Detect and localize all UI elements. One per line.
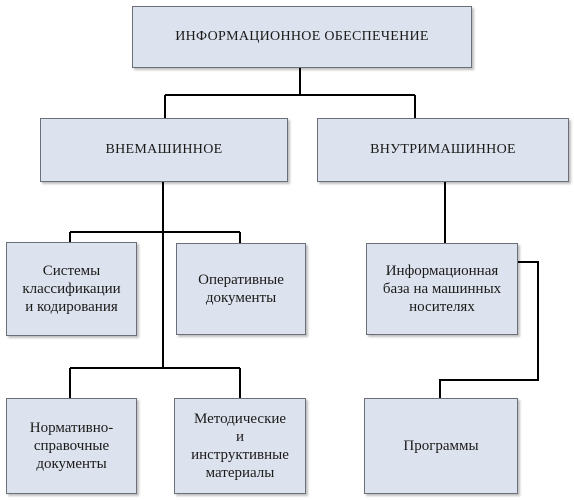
left-branch-label: ВНЕМАШИННОЕ [105, 142, 223, 157]
right-branch-box: ВНУТРИМАШИННОЕ [317, 118, 569, 182]
methodical-materials-label: Методические и инструктивные материалы [191, 411, 289, 481]
programs-label: Программы [403, 438, 479, 454]
programs-box: Программы [364, 398, 518, 494]
root-label: ИНФОРМАЦИОННОЕ ОБЕСПЕЧЕНИЕ [175, 29, 429, 44]
methodical-materials-box: Методические и инструктивные материалы [174, 398, 306, 494]
classification-systems-label: Системы классификации и кодирования [22, 263, 121, 315]
classification-systems-box: Системы классификации и кодирования [6, 242, 137, 336]
normative-reference-documents-box: Нормативно- справочные документы [6, 398, 137, 494]
right-lower-connector [439, 261, 539, 398]
operational-documents-box: Оперативные документы [176, 243, 306, 335]
machine-database-label: Информационная база на машинных носителя… [382, 263, 502, 315]
normative-reference-documents-label: Нормативно- справочные документы [29, 420, 114, 472]
operational-documents-label: Оперативные документы [198, 272, 284, 306]
root-box: ИНФОРМАЦИОННОЕ ОБЕСПЕЧЕНИЕ [132, 6, 472, 68]
right-branch-label: ВНУТРИМАШИННОЕ [370, 142, 516, 157]
left-branch-box: ВНЕМАШИННОЕ [40, 118, 288, 182]
machine-database-box: Информационная база на машинных носителя… [366, 243, 518, 335]
